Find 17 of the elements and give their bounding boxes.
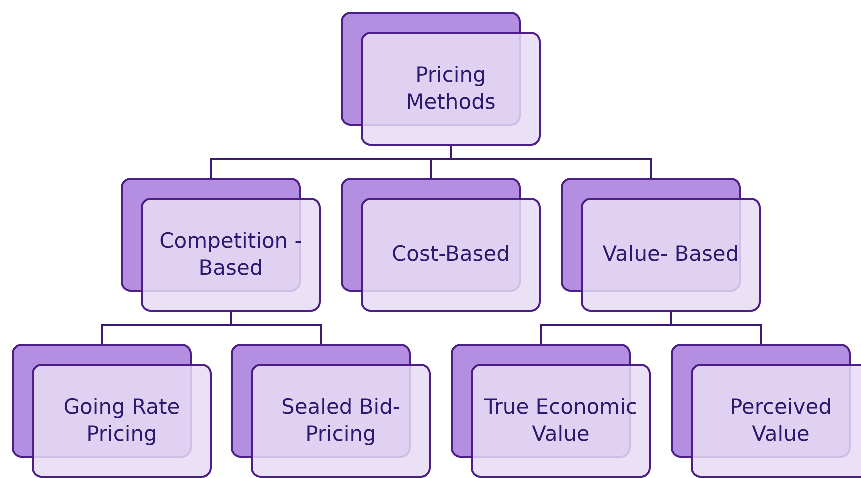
node-label: Sealed Bid-Pricing	[280, 394, 402, 448]
node-label: Value- Based	[602, 241, 740, 268]
connector-line	[450, 146, 652, 178]
node-label: Pricing Methods	[405, 62, 497, 116]
node-label: Perceived Value	[729, 394, 833, 448]
node-label: Cost-Based	[391, 241, 511, 268]
stacked-box	[671, 344, 861, 478]
stacked-box	[12, 344, 212, 478]
stacked-box	[341, 12, 541, 146]
node-label: True Economic Value	[484, 394, 638, 448]
stacked-box	[231, 344, 431, 478]
node-label: Going Rate Pricing	[62, 394, 182, 448]
stacked-box	[341, 178, 541, 312]
stacked-box	[561, 178, 761, 312]
node-label: Competition -Based	[158, 228, 304, 282]
stacked-box	[451, 344, 651, 478]
stacked-box	[121, 178, 321, 312]
